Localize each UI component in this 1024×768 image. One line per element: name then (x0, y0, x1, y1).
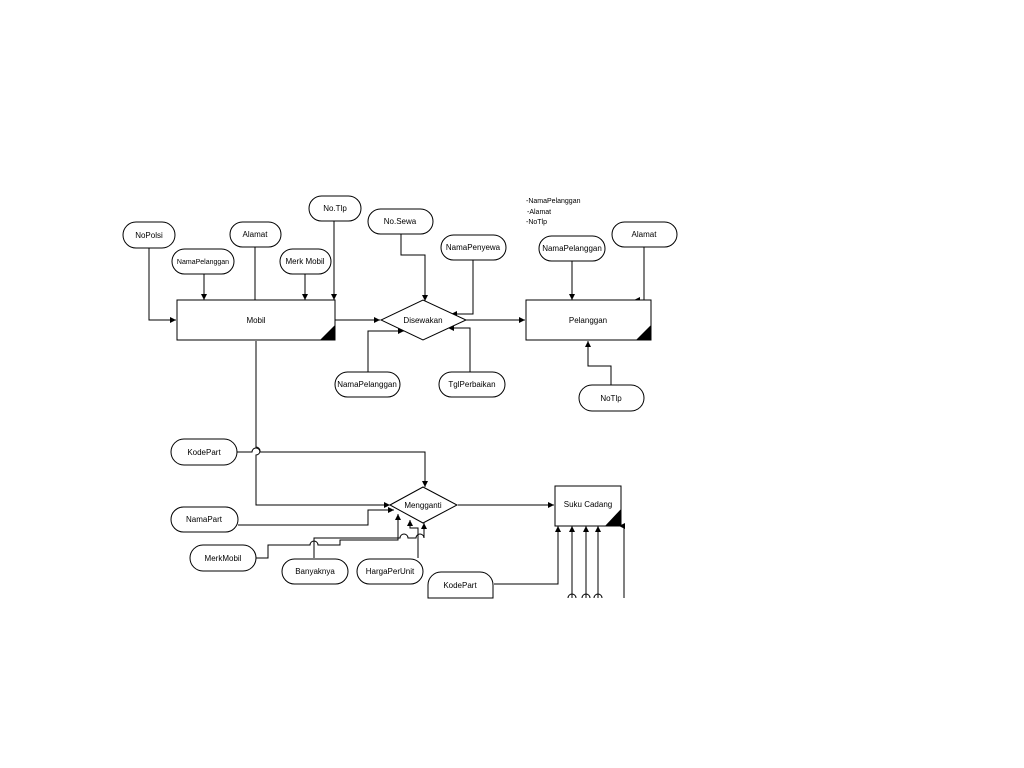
entity-mobil[interactable]: Mobil (176, 299, 336, 341)
entity-suku-cadang[interactable]: Suku Cadang (554, 485, 622, 527)
attribute-label: Merk Mobil (285, 257, 324, 266)
attribute-alamat-pelanggan[interactable]: Alamat (611, 221, 678, 248)
attribute-label: KodePart (443, 581, 477, 590)
note-line-1: -NamaPelanggan (526, 198, 581, 205)
connector-notlp-pelanggan (585, 341, 612, 385)
attribute-notlp-pelanggan[interactable]: NoTlp (578, 384, 645, 412)
line-jump-1 (567, 593, 577, 599)
attribute-label: Alamat (243, 230, 269, 239)
line-jump-3 (593, 593, 603, 599)
entity-label: Mobil (246, 316, 265, 325)
attribute-label: NamaPelanggan (337, 380, 397, 389)
attribute-label: Alamat (632, 230, 658, 239)
attribute-kodepart-1[interactable]: KodePart (170, 438, 238, 466)
attribute-label: NamaPenyewa (446, 243, 501, 252)
connector-offpage-4 (619, 523, 625, 598)
note-pelanggan-attributes: -NamaPelanggan -Alamat -NoTlp (526, 198, 581, 226)
attribute-kodepart-2[interactable]: KodePart (427, 571, 494, 599)
connectors (148, 221, 645, 599)
attribute-label: NamaPelanggan (542, 244, 602, 253)
relationship-mengganti[interactable]: Mengganti (388, 486, 459, 524)
attribute-label: No.Tlp (323, 204, 347, 213)
entity-pelanggan[interactable]: Pelanggan (525, 299, 652, 341)
attribute-merk-mobil[interactable]: Merk Mobil (279, 248, 332, 275)
attribute-hargaperunit[interactable]: HargaPerUnit (356, 558, 424, 585)
attribute-label: HargaPerUnit (366, 567, 415, 576)
attribute-namapelanggan-pelanggan[interactable]: NamaPelanggan (538, 235, 606, 262)
attribute-no-sewa[interactable]: No.Sewa (367, 208, 434, 235)
connector-nosewa-disewakan (400, 234, 428, 301)
attribute-namapelanggan-sewa[interactable]: NamaPelanggan (334, 371, 401, 398)
line-jump-2 (581, 593, 591, 599)
note-line-3: -NoTlp (526, 219, 547, 226)
connector-kodepart-sukucadang (494, 526, 561, 585)
connector-alamat-pelanggan (634, 247, 645, 303)
connector-nopolisi-mobil (148, 248, 176, 323)
attribute-no-tlp-mobil[interactable]: No.Tlp (308, 195, 362, 222)
connector-kodepart-mengganti (237, 447, 428, 487)
note-line-2: -Alamat (527, 209, 551, 216)
attribute-label: KodePart (187, 448, 221, 457)
attribute-alamat-mobil[interactable]: Alamat (229, 221, 282, 248)
attribute-namapart[interactable]: NamaPart (170, 506, 239, 533)
attribute-merkmobil[interactable]: MerkMobil (189, 544, 257, 572)
connector-mobil-mengganti (255, 341, 390, 508)
attribute-label: MerkMobil (205, 554, 242, 563)
attribute-nopolisi[interactable]: NoPolsi (122, 221, 176, 249)
attribute-banyaknya[interactable]: Banyaknya (281, 558, 349, 585)
attribute-label: NamaPelanggan (177, 259, 229, 266)
attribute-label: NoPolsi (135, 231, 163, 240)
connector-hargaperunit-mengganti (407, 520, 419, 558)
entity-label: Suku Cadang (564, 500, 612, 509)
attribute-namapelanggan-mobil[interactable]: NamaPelanggan (171, 248, 235, 275)
attribute-label: No.Sewa (384, 217, 417, 226)
connector-namapenyewa-disewakan (451, 260, 474, 317)
entity-label: Pelanggan (569, 316, 607, 325)
connector-tglperbaikan-disewakan (448, 325, 471, 372)
connector-alamat-mobil (249, 247, 256, 308)
attribute-nama-penyewa[interactable]: NamaPenyewa (440, 234, 507, 261)
connector-namapart-mengganti (238, 507, 394, 526)
attribute-label: TglPerbaikan (448, 380, 495, 389)
relationship-disewakan[interactable]: Disewakan (379, 299, 468, 341)
relationship-label: Mengganti (404, 501, 442, 510)
connector-merkmobil-mengganti (256, 514, 401, 559)
attribute-tgl-perbaikan[interactable]: TglPerbaikan (438, 371, 506, 398)
connector-namapelanggan-disewakan (367, 328, 404, 372)
connector-banyaknya-mengganti (313, 523, 427, 558)
attribute-label: Banyaknya (295, 567, 335, 576)
relationship-label: Disewakan (403, 316, 442, 325)
attribute-label: NamaPart (186, 515, 223, 524)
attribute-label: NoTlp (600, 394, 622, 403)
